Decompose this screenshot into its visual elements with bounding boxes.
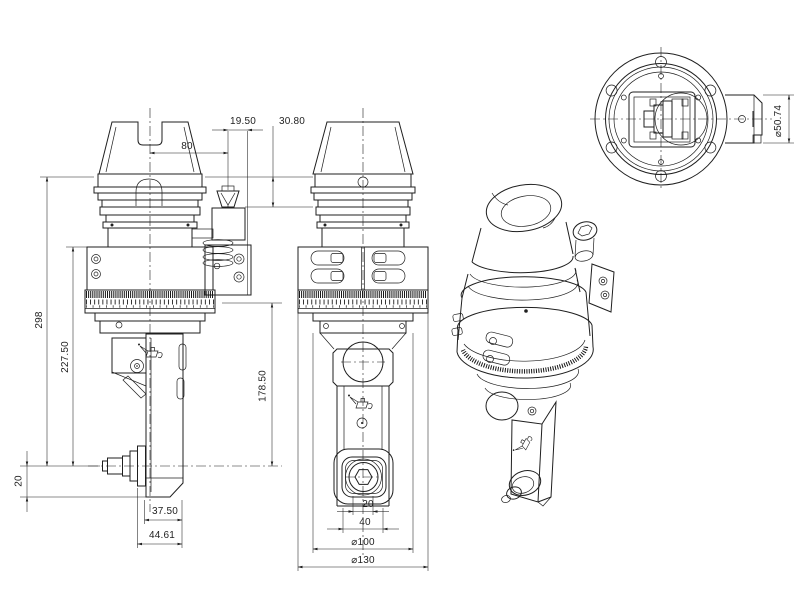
dim-label-flange-to-pin: 80 <box>181 141 193 152</box>
dim-label-gauge-height: 30.80 <box>279 116 305 127</box>
iso-stop-pin <box>572 221 615 313</box>
spindle-arm <box>88 333 282 498</box>
side-view <box>297 108 429 556</box>
dim-label-body-height: 227.50 <box>60 341 71 373</box>
dim-label-flange-diameter: ⌀100 <box>351 537 375 548</box>
dim-label-nose-outer: 40 <box>359 517 371 528</box>
spindle-housing-top <box>725 94 763 144</box>
drive-key-slot <box>135 178 163 206</box>
dim-label-spindle-housing-diameter: ⌀50.74 <box>773 105 784 137</box>
front-view <box>84 108 282 512</box>
dim-label-pin-offset: 19.50 <box>230 116 256 127</box>
top-view <box>590 47 772 191</box>
flange-outer-circle <box>594 52 728 186</box>
torque-stop-assembly <box>191 185 252 296</box>
taper-shank <box>98 121 202 175</box>
dim-label-arm-width: 37.50 <box>152 506 178 517</box>
iso-scale-ring <box>456 306 594 379</box>
iso-arm <box>485 391 557 507</box>
bolt-holes <box>605 56 717 182</box>
iso-castle-rim <box>485 183 563 233</box>
output-spindle-nose <box>333 448 394 505</box>
dimension-annotations: 80 19.50 30.80 298 227.50 20 37.50 44.61… <box>14 94 794 571</box>
graduated-scale-ring-side <box>297 289 429 314</box>
dim-label-ring-diameter: ⌀130 <box>351 555 375 566</box>
taper-shank-side <box>312 121 414 175</box>
spindle-arm-side <box>319 332 407 507</box>
housing-top <box>628 91 708 148</box>
isometric-view <box>451 183 615 507</box>
dim-label-ring-to-spindle: 178.50 <box>258 370 269 402</box>
dim-label-overall-height: 298 <box>34 311 45 329</box>
dim-label-arm-width-outer: 44.61 <box>149 530 175 541</box>
dim-label-nose-inner: 20 <box>362 499 374 510</box>
dim-label-spindle-to-bottom: 20 <box>14 475 25 487</box>
